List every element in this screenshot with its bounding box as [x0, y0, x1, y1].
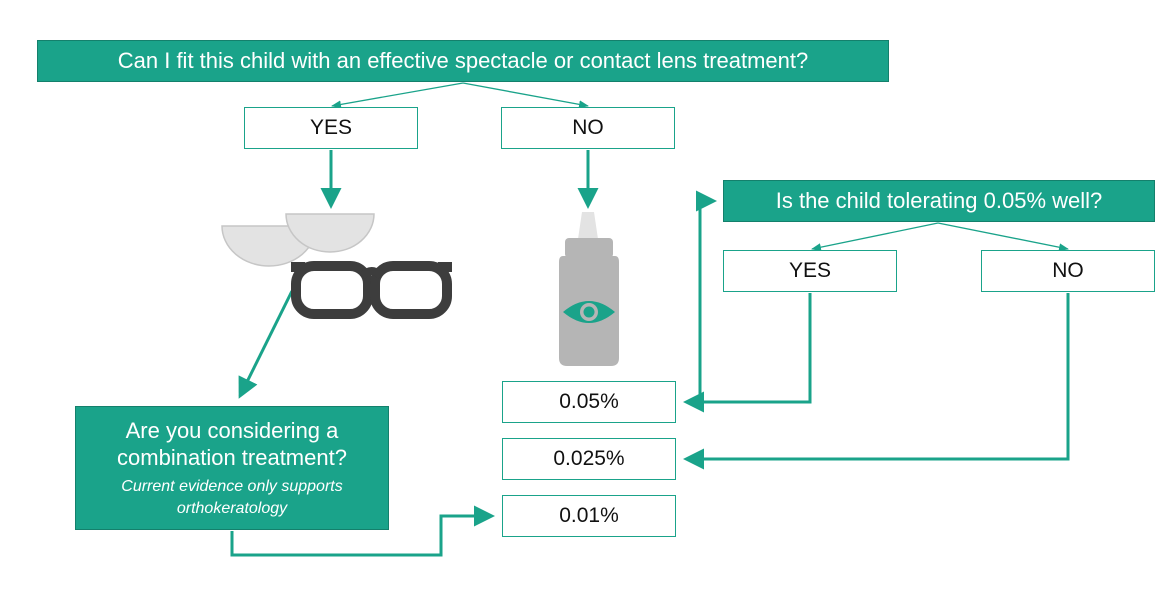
- question-combination-title: Are you considering a combination treatm…: [117, 417, 347, 471]
- dose-box-0-025: 0.025%: [502, 438, 676, 480]
- dose-box-0-01: 0.01%: [502, 495, 676, 537]
- arrow-yes-to-continue-dose: [683, 293, 812, 413]
- question-tolerating-text: Is the child tolerating 0.05% well?: [775, 188, 1103, 213]
- answer-fit-yes: YES: [244, 107, 418, 149]
- eye-drop-bottle-icon: [559, 212, 619, 366]
- arrow-combination-to-low-dose: [230, 505, 495, 557]
- question-combination-note: Current evidence only supports orthokera…: [121, 477, 343, 517]
- dose-label: 0.025%: [553, 447, 625, 470]
- answer-fit-no-label: NO: [572, 116, 604, 139]
- glasses-icon: [291, 261, 452, 319]
- answer-tolerating-no-label: NO: [1052, 259, 1084, 282]
- question-fit-treatment: Can I fit this child with an effective s…: [37, 40, 889, 82]
- connector-fit-split: [331, 82, 589, 109]
- dose-box-0-05: 0.05%: [502, 381, 676, 423]
- dose-label: 0.05%: [559, 390, 619, 413]
- answer-fit-yes-label: YES: [309, 116, 353, 139]
- question-combination-treatment: Are you considering a combination treatm…: [75, 406, 389, 530]
- answer-tolerating-yes-label: YES: [788, 259, 832, 282]
- answer-tolerating-no: NO: [981, 250, 1155, 292]
- connector-tolerating-split: [811, 222, 1069, 252]
- eye-icon: [563, 301, 615, 323]
- dose-label: 0.01%: [559, 504, 619, 527]
- contact-lenses-icon: [221, 213, 375, 267]
- answer-fit-no: NO: [501, 107, 675, 149]
- question-fit-text: Can I fit this child with an effective s…: [117, 48, 809, 73]
- arrow-no-to-lower-dose: [683, 293, 1070, 470]
- arrow-dose-to-tolerating: [696, 190, 717, 402]
- arrow-glasses-to-combination: [238, 290, 294, 399]
- question-tolerating-dose: Is the child tolerating 0.05% well?: [723, 180, 1155, 222]
- answer-tolerating-yes: YES: [723, 250, 897, 292]
